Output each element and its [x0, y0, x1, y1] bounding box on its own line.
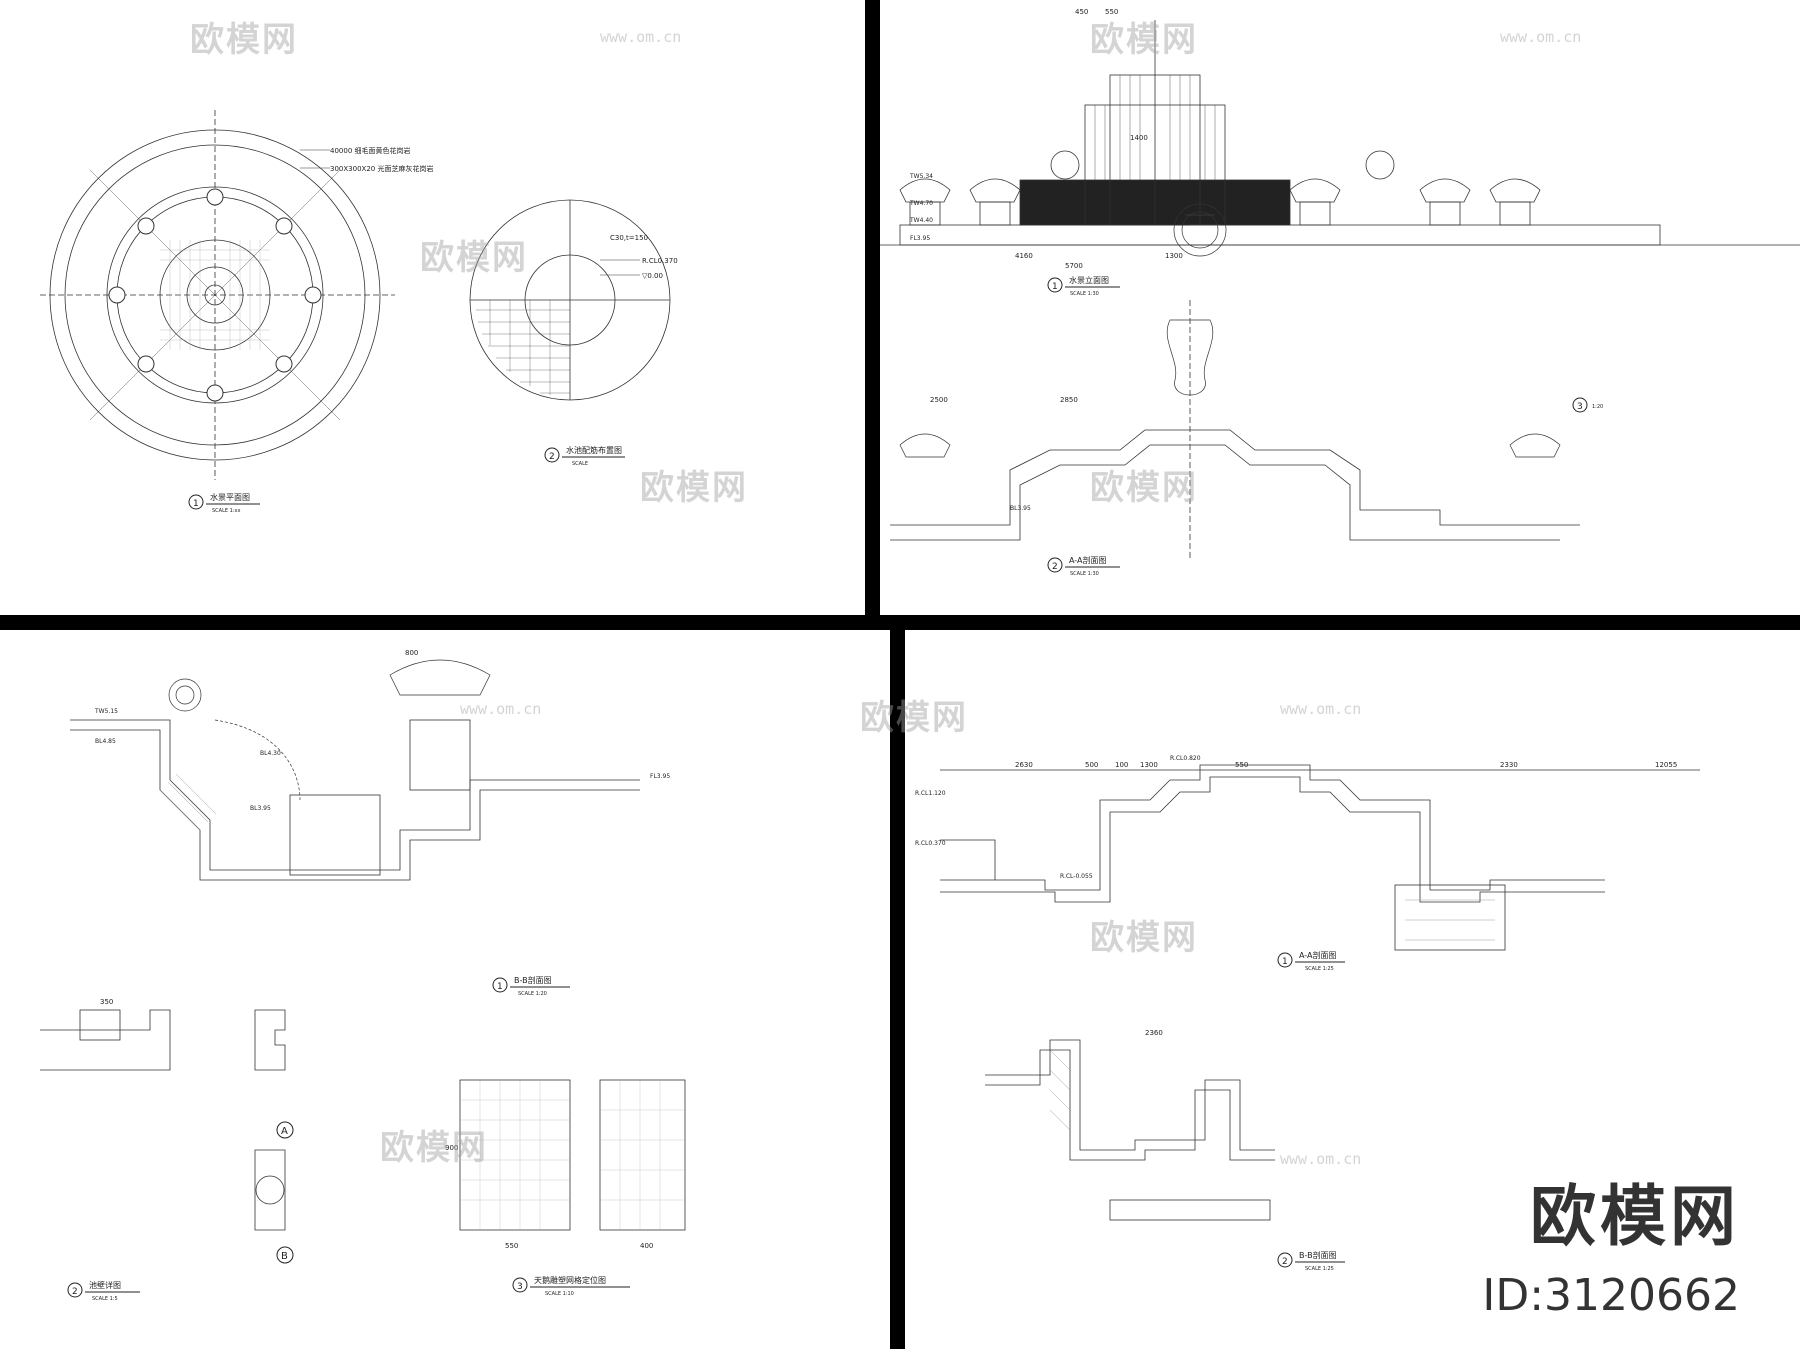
- plan-drawing-2-num: 2: [549, 452, 555, 462]
- aa-drawing-1-title: A-A剖面图: [1299, 950, 1336, 960]
- bb-drawing-2-title: 池壁详图: [89, 1280, 121, 1290]
- elev-drawing-3-num: 3: [1577, 402, 1583, 412]
- elev-drawing-2-scale: SCALE 1:30: [1070, 571, 1099, 577]
- plan-drawing: 40000 细毛面黄色花岗岩 300X300X20 光面芝麻灰花岗岩 C30,t…: [40, 110, 678, 514]
- elev-level-2: TW4.70: [909, 200, 933, 207]
- elev-dim-5: 5700: [1065, 262, 1083, 270]
- bb-detail-b: B: [281, 1251, 288, 1262]
- plan-drawing-2-title: 水池配筋布置图: [566, 445, 622, 455]
- bb-drawing-1-title: B-B剖面图: [514, 975, 552, 985]
- sheet-plan: 40000 细毛面黄色花岗岩 300X300X20 光面芝麻灰花岗岩 C30,t…: [0, 0, 865, 615]
- sheet-section-bb: 800 900 550 400 350 TW5.15 BL4.85 BL3.95…: [0, 630, 890, 1349]
- sheet-elevation: 450 550 1400 4160 5700 1300 2500 2850 TW…: [880, 0, 1800, 615]
- bb-drawing-1-scale: SCALE 1:20: [518, 991, 547, 997]
- plan-note-3: C30,t=150: [610, 234, 648, 242]
- plan-note-5: ▽0.00: [642, 272, 663, 280]
- plan-drawing-1-num: 1: [193, 499, 199, 509]
- elev-drawing-1-title: 水景立面图: [1069, 275, 1109, 285]
- elev-dim-1: 450: [1075, 8, 1088, 16]
- elev-dim-3: 1400: [1130, 134, 1148, 142]
- bb-dim-2: 900: [445, 1144, 458, 1152]
- bb-drawing-3-num: 3: [517, 1282, 523, 1292]
- elev-drawing-1-num: 1: [1052, 282, 1058, 292]
- bb-drawing-1-num: 1: [497, 982, 503, 992]
- aa-drawing-2-scale: SCALE 1:25: [1305, 1266, 1334, 1272]
- elev-drawing-1-scale: SCALE 1:30: [1070, 291, 1099, 297]
- bb-level-1: TW5.15: [94, 708, 118, 715]
- aa-dim-6: 2330: [1500, 761, 1518, 769]
- aa-drawing-2-num: 2: [1282, 1257, 1288, 1267]
- aa-drawing-2-title: B-B剖面图: [1299, 1250, 1337, 1260]
- aa-dim-8: 2360: [1145, 1029, 1163, 1037]
- aa-dim-7: 12055: [1655, 761, 1677, 769]
- aa-dim-1: 2630: [1015, 761, 1033, 769]
- bb-detail-a: A: [281, 1126, 288, 1137]
- brand-name: 欧模网: [1530, 1178, 1740, 1255]
- elev-dim-7: 2500: [930, 396, 948, 404]
- elev-level-4: FL3.95: [910, 235, 930, 242]
- plan-note-4: R.CL0.370: [642, 257, 678, 265]
- plan-drawing-1-title: 水景平面图: [210, 492, 250, 502]
- aa-dim-3: 100: [1115, 761, 1128, 769]
- elev-dim-8: 2850: [1060, 396, 1078, 404]
- aa-dim-5: 550: [1235, 761, 1248, 769]
- bb-level-2: BL4.85: [95, 738, 116, 745]
- bb-level-3: BL3.95: [250, 805, 271, 812]
- aa-level-3: R.CL0.820: [1170, 755, 1201, 762]
- elev-level-5: BL3.95: [1010, 505, 1031, 512]
- elev-drawing-2-title: A-A剖面图: [1069, 555, 1106, 565]
- aa-level-2: R.CL0.370: [915, 840, 946, 847]
- elevation-drawing: 450 550 1400 4160 5700 1300 2500 2850 TW…: [880, 8, 1800, 577]
- bb-drawing-3-scale: SCALE 1:10: [545, 1291, 574, 1297]
- bb-dim-1: 800: [405, 649, 418, 657]
- section-bb-drawing: 800 900 550 400 350 TW5.15 BL4.85 BL3.95…: [40, 649, 686, 1302]
- bb-drawing-2-num: 2: [72, 1287, 78, 1297]
- elev-dim-6: 1300: [1165, 252, 1183, 260]
- bb-level-4: FL3.95: [650, 773, 670, 780]
- bb-dim-5: 350: [100, 998, 113, 1006]
- bb-dim-3: 550: [505, 1242, 518, 1250]
- brand-id: ID:3120662: [1482, 1270, 1740, 1321]
- aa-level-4: R.CL-0.055: [1060, 873, 1093, 880]
- elev-level-3: TW4.40: [909, 217, 933, 224]
- bb-drawing-3-title: 天鹅雕塑网格定位图: [534, 1275, 606, 1285]
- bb-dim-4: 400: [640, 1242, 653, 1250]
- aa-dim-4: 1300: [1140, 761, 1158, 769]
- aa-drawing-1-num: 1: [1282, 957, 1288, 967]
- bb-level-5: BL4.30: [260, 750, 281, 757]
- plan-drawing-2-scale: SCALE: [572, 461, 588, 467]
- aa-drawing-1-scale: SCALE 1:25: [1305, 966, 1334, 972]
- elev-drawing-2-num: 2: [1052, 562, 1058, 572]
- aa-dim-2: 500: [1085, 761, 1098, 769]
- elev-level-1: TW5.34: [909, 173, 933, 180]
- plan-drawing-1-scale: SCALE 1:xx: [212, 508, 240, 514]
- elev-dim-4: 4160: [1015, 252, 1033, 260]
- plan-note-1: 40000 细毛面黄色花岗岩: [330, 146, 411, 155]
- bb-drawing-2-scale: SCALE 1:5: [92, 1296, 118, 1302]
- elev-dim-2: 550: [1105, 8, 1118, 16]
- aa-level-1: R.CL1.120: [915, 790, 946, 797]
- sheet-section-aa: 2630 500 100 1300 550 2330 12055 2360 R.…: [905, 630, 1800, 1349]
- section-aa-drawing: 2630 500 100 1300 550 2330 12055 2360 R.…: [915, 755, 1700, 1272]
- elev-drawing-3-scale: 1:20: [1592, 404, 1603, 410]
- plan-note-2: 300X300X20 光面芝麻灰花岗岩: [330, 164, 433, 173]
